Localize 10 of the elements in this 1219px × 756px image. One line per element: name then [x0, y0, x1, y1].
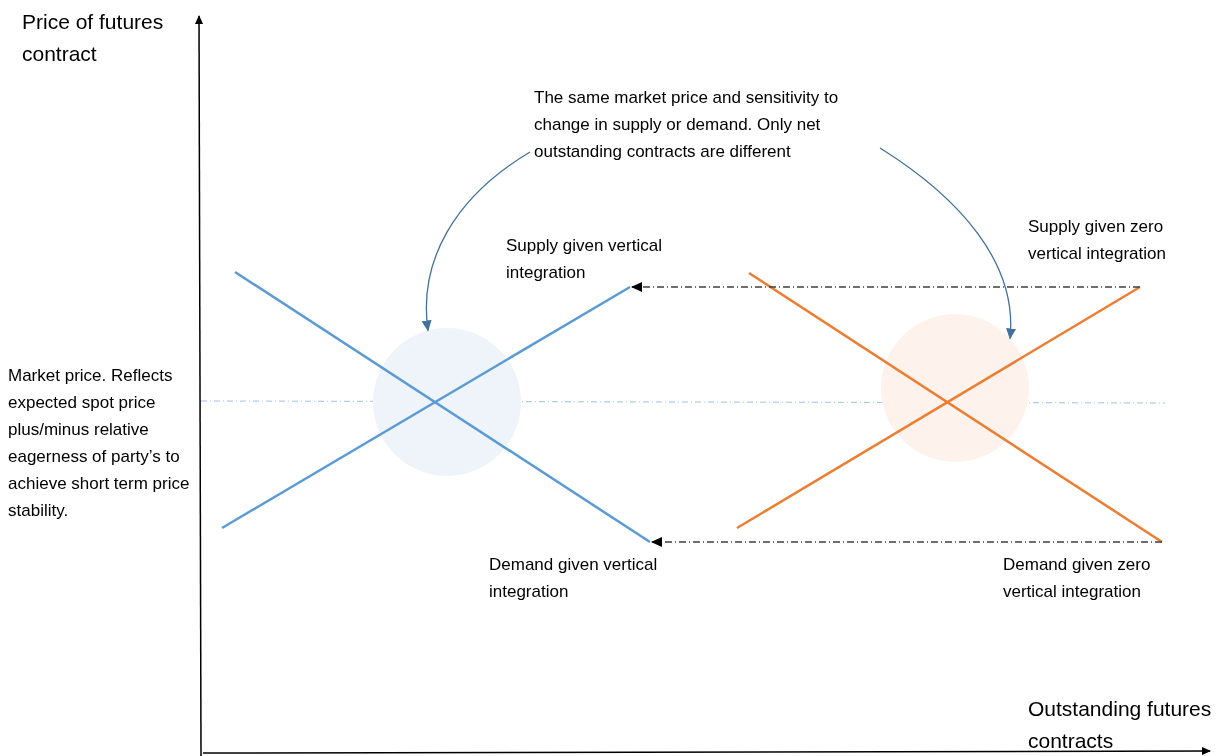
- curved-arrow: [422, 151, 531, 332]
- curved-arrow: [879, 147, 1016, 340]
- annotation-text: The same market price and sensitivity to change in supply or demand. Only net outstanding contracts are different: [534, 84, 874, 165]
- market-price-note: Market price. Reflects expected spot price plus/minus relative eagerness of party’s to achieve short term price stability.: [8, 365, 191, 522]
- axis-title: Price of futures contract: [22, 9, 165, 67]
- curve-label: Demand given vertical integration: [489, 554, 659, 603]
- curve-label: Supply given zero vertical integration: [1028, 216, 1167, 265]
- axis-title: Outstanding futures contracts: [1028, 696, 1213, 754]
- curve-label: Demand given zero vertical integration: [1003, 554, 1152, 603]
- curve-label: Supply given vertical integration: [506, 235, 663, 284]
